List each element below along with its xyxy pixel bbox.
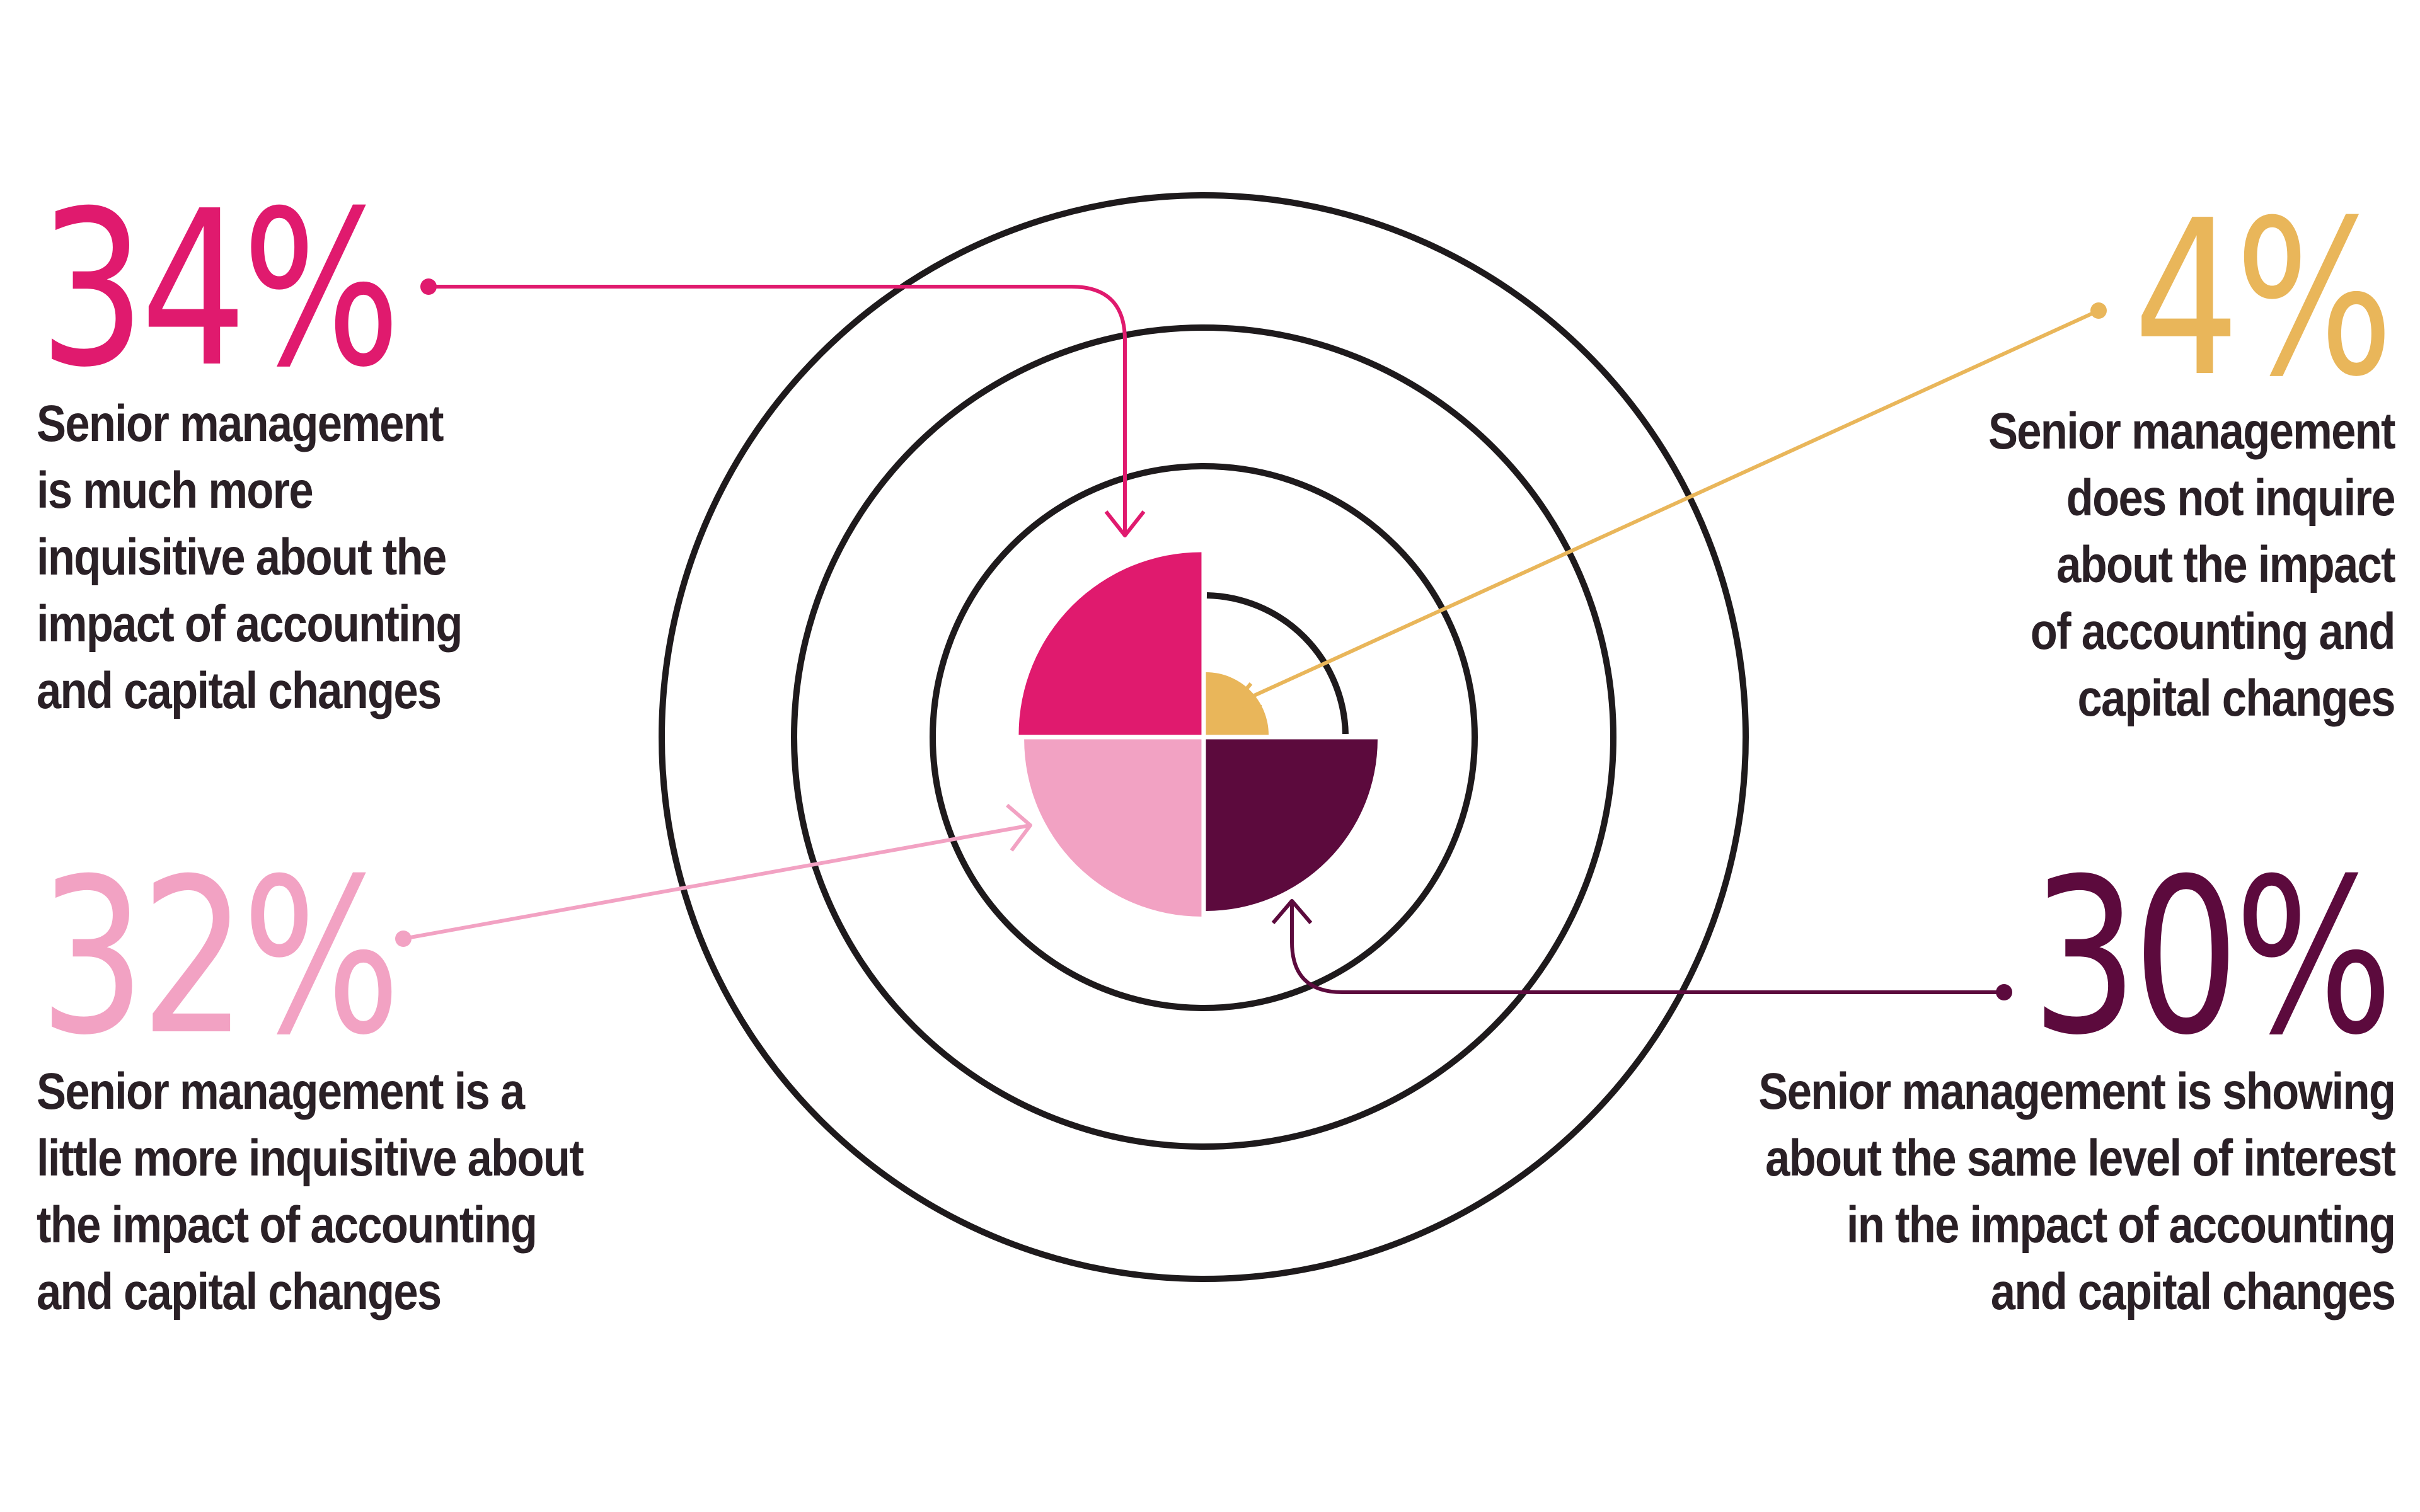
- description-30: Senior management is showing about the s…: [1758, 1058, 2396, 1326]
- description-line: and capital changes: [37, 1263, 442, 1320]
- pie-quadrant-outline: [1206, 592, 1349, 735]
- description-line: and capital changes: [1990, 1263, 2396, 1320]
- description-line: capital changes: [2077, 670, 2396, 727]
- description-line: in the impact of accounting: [1846, 1196, 2396, 1254]
- description-line: about the impact: [2056, 536, 2395, 593]
- ring-inner: [930, 463, 1478, 1011]
- pct-label-30: 30%: [2031, 833, 2394, 1082]
- description-4: Senior management does not inquire about…: [1988, 398, 2396, 732]
- pct-label-32: 32%: [39, 833, 401, 1082]
- pie-slice: [1206, 739, 1378, 911]
- description-line: Senior management is showing: [1758, 1063, 2396, 1120]
- description-34: Senior management is much more inquisiti…: [37, 391, 463, 724]
- pct-label-4: 4%: [2133, 175, 2394, 424]
- pie-slice: [1018, 552, 1202, 735]
- description-line: Senior management: [1988, 403, 2396, 460]
- ring-middle: [791, 324, 1616, 1150]
- description-line: and capital changes: [37, 662, 442, 719]
- arrow-icon: [1006, 803, 1032, 852]
- arrow-icon: [1230, 682, 1262, 709]
- description-line: about the same level of interest: [1765, 1130, 2396, 1187]
- description-line: does not inquire: [2066, 469, 2396, 527]
- connector-line: [429, 285, 1127, 536]
- arrow-icon: [1104, 510, 1146, 537]
- description-line: inquisitive about the: [37, 529, 447, 586]
- connector-line: [403, 823, 1031, 941]
- arrow-icon: [1271, 899, 1313, 924]
- description-line: little more inquisitive about: [37, 1130, 584, 1187]
- description-line: Senior management is a: [37, 1063, 525, 1120]
- pie-slice: [1024, 739, 1202, 917]
- pct-label-34: 34%: [39, 165, 401, 415]
- description-line: the impact of accounting: [37, 1196, 538, 1254]
- description-line: of accounting and: [2030, 603, 2396, 660]
- description-32: Senior management is a little more inqui…: [37, 1058, 584, 1326]
- description-line: Senior management: [37, 395, 444, 452]
- connector-line: [1231, 309, 2100, 707]
- connector-line: [1290, 901, 2004, 994]
- description-line: impact of accounting: [37, 595, 463, 653]
- description-line: is much more: [37, 462, 314, 519]
- ring-outer: [659, 192, 1749, 1282]
